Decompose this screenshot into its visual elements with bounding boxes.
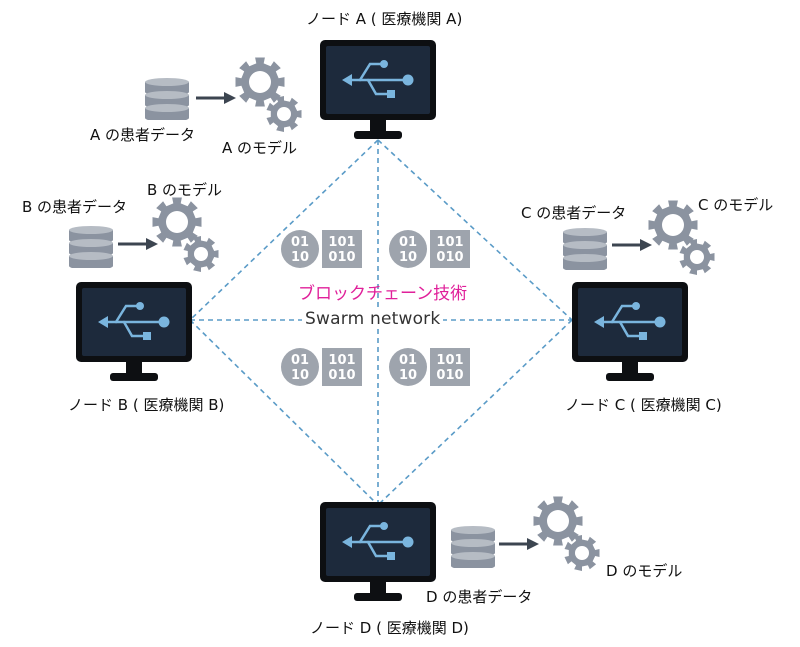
binary-digits: 010	[436, 368, 463, 383]
node-b-model-label: B のモデル	[147, 181, 223, 199]
binary-digits: 10	[399, 368, 417, 383]
node-d-data-label: D の患者データ	[426, 588, 533, 606]
node-a-monitor	[320, 40, 436, 139]
node-b-database	[69, 226, 113, 268]
node-b-gears	[152, 197, 219, 272]
node-d-gears	[533, 496, 600, 571]
node-b-monitor	[76, 282, 192, 381]
node-d-title: ノード D ( 医療機関 D)	[310, 619, 469, 637]
node-c-gears	[648, 200, 715, 275]
binary-digits: 10	[399, 250, 417, 265]
node-d-monitor	[320, 502, 436, 601]
binary-digits: 010	[328, 250, 355, 265]
node-b-title: ノード B ( 医療機関 B)	[68, 396, 225, 414]
binary-digits: 101	[328, 235, 355, 250]
binary-digits: 01	[291, 235, 309, 250]
node-a-database	[145, 78, 189, 120]
link-a-c	[377, 139, 573, 321]
binary-digits: 101	[436, 353, 463, 368]
link-a-b	[189, 139, 379, 321]
node-d-model-label: D のモデル	[606, 562, 683, 580]
node-a-model-label: A のモデル	[222, 139, 298, 157]
node-a-arrow	[196, 92, 236, 104]
node-b-data-label: B の患者データ	[22, 198, 128, 216]
node-a-gears	[235, 57, 302, 132]
binary-digits: 01	[399, 235, 417, 250]
node-a-data-label: A の患者データ	[90, 126, 196, 144]
link-b-d	[189, 319, 379, 506]
node-a-title: ノード A ( 医療機関 A)	[306, 10, 463, 28]
binary-digits: 101	[328, 353, 355, 368]
node-c-arrow	[612, 239, 652, 251]
swarm-network-label: Swarm network	[302, 310, 444, 328]
node-b-arrow	[118, 238, 158, 250]
node-c-database	[563, 228, 607, 270]
binary-digits: 010	[328, 368, 355, 383]
node-c-title: ノード C ( 医療機関 C)	[565, 396, 722, 414]
node-c-data-label: C の患者データ	[521, 204, 627, 222]
binary-digits: 01	[291, 353, 309, 368]
node-d-arrow	[499, 538, 539, 550]
binary-digits: 010	[436, 250, 463, 265]
binary-digits: 10	[291, 250, 309, 265]
technology-label: ブロックチェーン技術	[298, 284, 468, 304]
node-c-monitor	[572, 282, 688, 381]
node-c-model-label: C のモデル	[698, 196, 774, 214]
binary-digits: 101	[436, 235, 463, 250]
binary-digits: 10	[291, 368, 309, 383]
binary-digits: 01	[399, 353, 417, 368]
node-d-database	[451, 526, 495, 568]
